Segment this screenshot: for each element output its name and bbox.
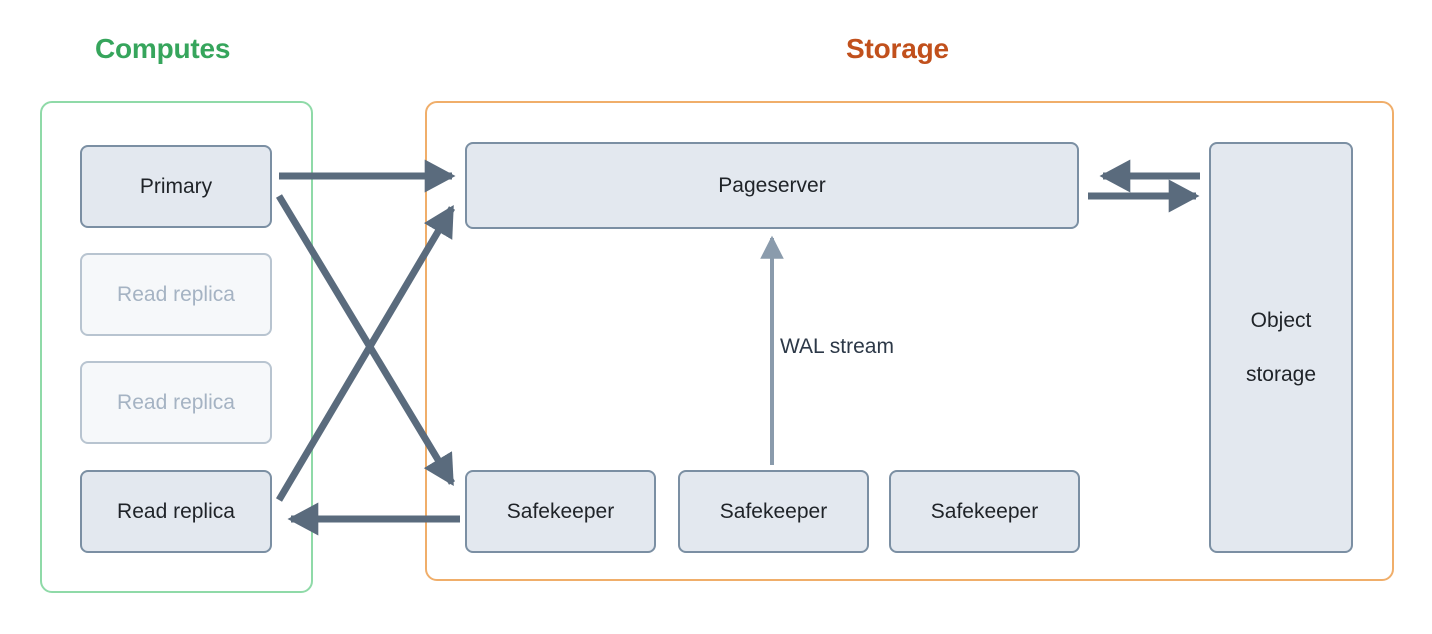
node-safekeeper-3[interactable]: Safekeeper xyxy=(889,470,1080,553)
object-storage-label-line-2: storage xyxy=(1245,362,1317,386)
node-read-replica-3[interactable]: Read replica xyxy=(80,470,272,553)
node-read-replica-1[interactable]: Read replica xyxy=(80,253,272,336)
node-safekeeper-2[interactable]: Safekeeper xyxy=(678,470,869,553)
node-pageserver[interactable]: Pageserver xyxy=(465,142,1079,229)
storage-group-title: Storage xyxy=(846,33,949,64)
computes-group-title: Computes xyxy=(95,33,231,64)
node-object-storage[interactable]: Object storage xyxy=(1209,142,1353,553)
object-storage-label-line-1: Object xyxy=(1250,308,1312,332)
node-safekeeper-1[interactable]: Safekeeper xyxy=(465,470,656,553)
node-primary[interactable]: Primary xyxy=(80,145,272,228)
node-read-replica-2[interactable]: Read replica xyxy=(80,361,272,444)
wal-stream-label: WAL stream xyxy=(780,335,894,358)
